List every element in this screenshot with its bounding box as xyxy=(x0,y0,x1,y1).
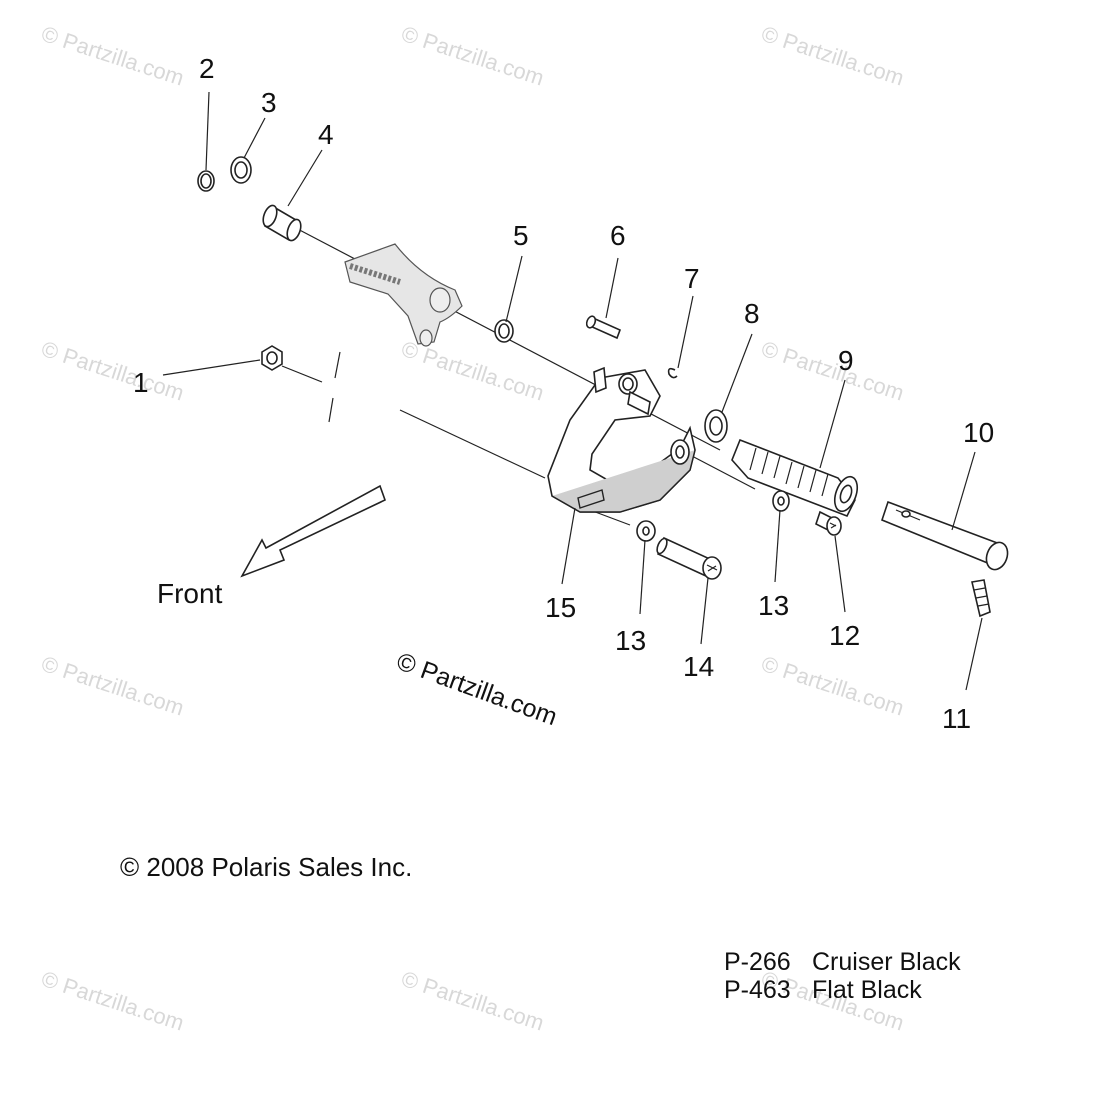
part-9-peg-rubber xyxy=(731,438,859,518)
part-15-shift-lever xyxy=(547,366,696,513)
part-1-nut xyxy=(261,345,283,371)
watermarks: © Partzilla.com © Partzilla.com © Partzi… xyxy=(38,21,907,1036)
front-arrow-icon xyxy=(240,484,386,578)
watermark: © Partzilla.com xyxy=(758,336,907,406)
callout-4: 4 xyxy=(318,119,334,150)
watermark: © Partzilla.com xyxy=(398,21,547,91)
paint-codes: P-266 Cruiser Black P-463 Flat Black xyxy=(724,948,961,1004)
callout-2: 2 xyxy=(199,53,215,84)
watermark: © Partzilla.com xyxy=(38,21,187,91)
paint-name: Flat Black xyxy=(812,976,922,1004)
part-7-clip xyxy=(667,367,678,379)
part-6-pin xyxy=(585,315,622,340)
watermark: © Partzilla.com xyxy=(398,336,547,406)
callout-15: 15 xyxy=(545,592,576,623)
watermark: © Partzilla.com xyxy=(38,336,187,406)
callout-11: 11 xyxy=(942,703,971,734)
part-5-o-ring xyxy=(494,319,514,343)
watermark: © Partzilla.com xyxy=(38,966,187,1036)
callout-9: 9 xyxy=(838,345,854,376)
paint-name: Cruiser Black xyxy=(812,948,961,976)
paint-code: P-266 xyxy=(724,948,791,976)
callout-12: 12 xyxy=(829,620,860,651)
shift-shaft-arm xyxy=(344,243,463,347)
watermark: © Partzilla.com xyxy=(398,966,547,1036)
watermark: © Partzilla.com xyxy=(758,21,907,91)
front-label: Front xyxy=(157,578,223,609)
callout-8: 8 xyxy=(744,298,760,329)
partzilla-mark: © Partzilla.com xyxy=(393,647,561,731)
callout-7: 7 xyxy=(684,263,700,294)
part-3-washer xyxy=(230,156,252,184)
part-13-washer xyxy=(772,490,790,512)
watermark: © Partzilla.com xyxy=(758,651,907,721)
part-13-washer xyxy=(636,520,656,542)
callout-5: 5 xyxy=(513,220,529,251)
callout-6: 6 xyxy=(610,220,626,251)
leader-lines xyxy=(162,91,983,691)
part-12-bolt xyxy=(815,510,842,536)
paint-code: P-463 xyxy=(724,976,791,1004)
part-10-clevis-pin xyxy=(881,500,1009,571)
part-2-snap-ring xyxy=(197,170,215,192)
callout-10: 10 xyxy=(963,417,994,448)
copyright-text: © 2008 Polaris Sales Inc. xyxy=(120,852,412,882)
callout-13: 13 xyxy=(758,590,789,621)
callout-numbers: 2 3 4 5 6 7 8 9 10 1 15 13 13 14 12 11 xyxy=(133,53,994,734)
part-4-bushing xyxy=(262,204,302,242)
part-14-shoulder-bolt xyxy=(656,536,722,580)
watermark: © Partzilla.com xyxy=(38,651,187,721)
callout-13: 13 xyxy=(615,625,646,656)
callout-14: 14 xyxy=(683,651,714,682)
part-8-washer xyxy=(704,409,728,443)
callout-1: 1 xyxy=(133,367,149,398)
part-11-screw xyxy=(971,579,991,618)
callout-3: 3 xyxy=(261,87,277,118)
